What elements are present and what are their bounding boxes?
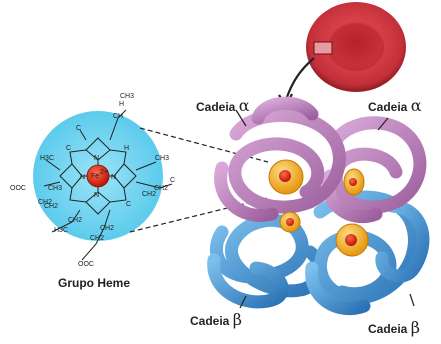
atom-right-ch2: CH2 xyxy=(154,185,168,192)
label-alpha-right-symbol: α xyxy=(411,96,422,115)
label-alpha-right-text: Cadeia xyxy=(368,100,407,114)
atom-n-bottom: N xyxy=(94,192,99,199)
atom-n-top: N xyxy=(94,155,99,162)
cell-highlight-box xyxy=(314,42,332,54)
atom-right-c: C xyxy=(170,177,175,184)
heme-group: Fe 2+ N N N N CH H CH3 H3C CH2 CH3 C CH3… xyxy=(10,93,175,268)
label-beta-left: Cadeia β xyxy=(190,310,242,329)
heme-site-beta-left xyxy=(280,212,300,232)
atom-c-left: C xyxy=(66,145,71,152)
heme-site-alpha-right xyxy=(344,169,364,195)
label-beta-right-text: Cadeia xyxy=(368,322,407,336)
atom-bottom-ch2b: CH2 xyxy=(90,235,104,242)
atom-bottom-ch2c: CH2 xyxy=(100,225,114,232)
label-beta-right: Cadeia β xyxy=(368,318,420,337)
label-alpha-right: Cadeia α xyxy=(368,96,422,115)
atom-right-ch3: CH3 xyxy=(155,155,169,162)
heme-site-alpha-left xyxy=(269,160,303,194)
heme-site-beta-right xyxy=(336,224,368,256)
atom-c-right: C xyxy=(126,201,131,208)
atom-left-ooc: OOC xyxy=(10,185,26,192)
atom-top-c: C xyxy=(76,125,81,132)
alpha-chain-left xyxy=(221,103,340,215)
atom-top-h: H xyxy=(119,101,124,108)
label-beta-left-text: Cadeia xyxy=(190,314,229,328)
iron-charge: 2+ xyxy=(100,169,108,176)
atom-n-left: N xyxy=(80,174,85,181)
atom-top-ch3: CH3 xyxy=(120,93,134,100)
atom-right-ch2b: CH2 xyxy=(142,191,156,198)
iron-label: Fe xyxy=(91,173,99,180)
atom-left-h3c: H3C xyxy=(40,155,54,162)
atom-left-ch2b: CH2 xyxy=(38,199,52,206)
atom-left-ch3: CH3 xyxy=(48,185,62,192)
label-alpha-left-symbol: α xyxy=(239,96,250,115)
label-beta-right-symbol: β xyxy=(411,318,420,337)
atom-bottom-ch2: CH2 xyxy=(68,217,82,224)
atom-h: H xyxy=(124,145,129,152)
label-alpha-left: Cadeia α xyxy=(196,96,250,115)
beta-chain-left xyxy=(214,220,319,302)
protein-structure xyxy=(214,103,423,308)
red-blood-cell xyxy=(306,2,406,92)
atom-n-right: N xyxy=(111,174,116,181)
heme-caption: Grupo Heme xyxy=(58,276,130,290)
atom-top-ch: CH xyxy=(113,113,123,120)
atom-bottom-ooc: OOC xyxy=(78,261,94,268)
label-beta-left-symbol: β xyxy=(233,310,242,329)
atom-bottom-h3c: H3C xyxy=(54,227,68,234)
label-alpha-left-text: Cadeia xyxy=(196,100,235,114)
